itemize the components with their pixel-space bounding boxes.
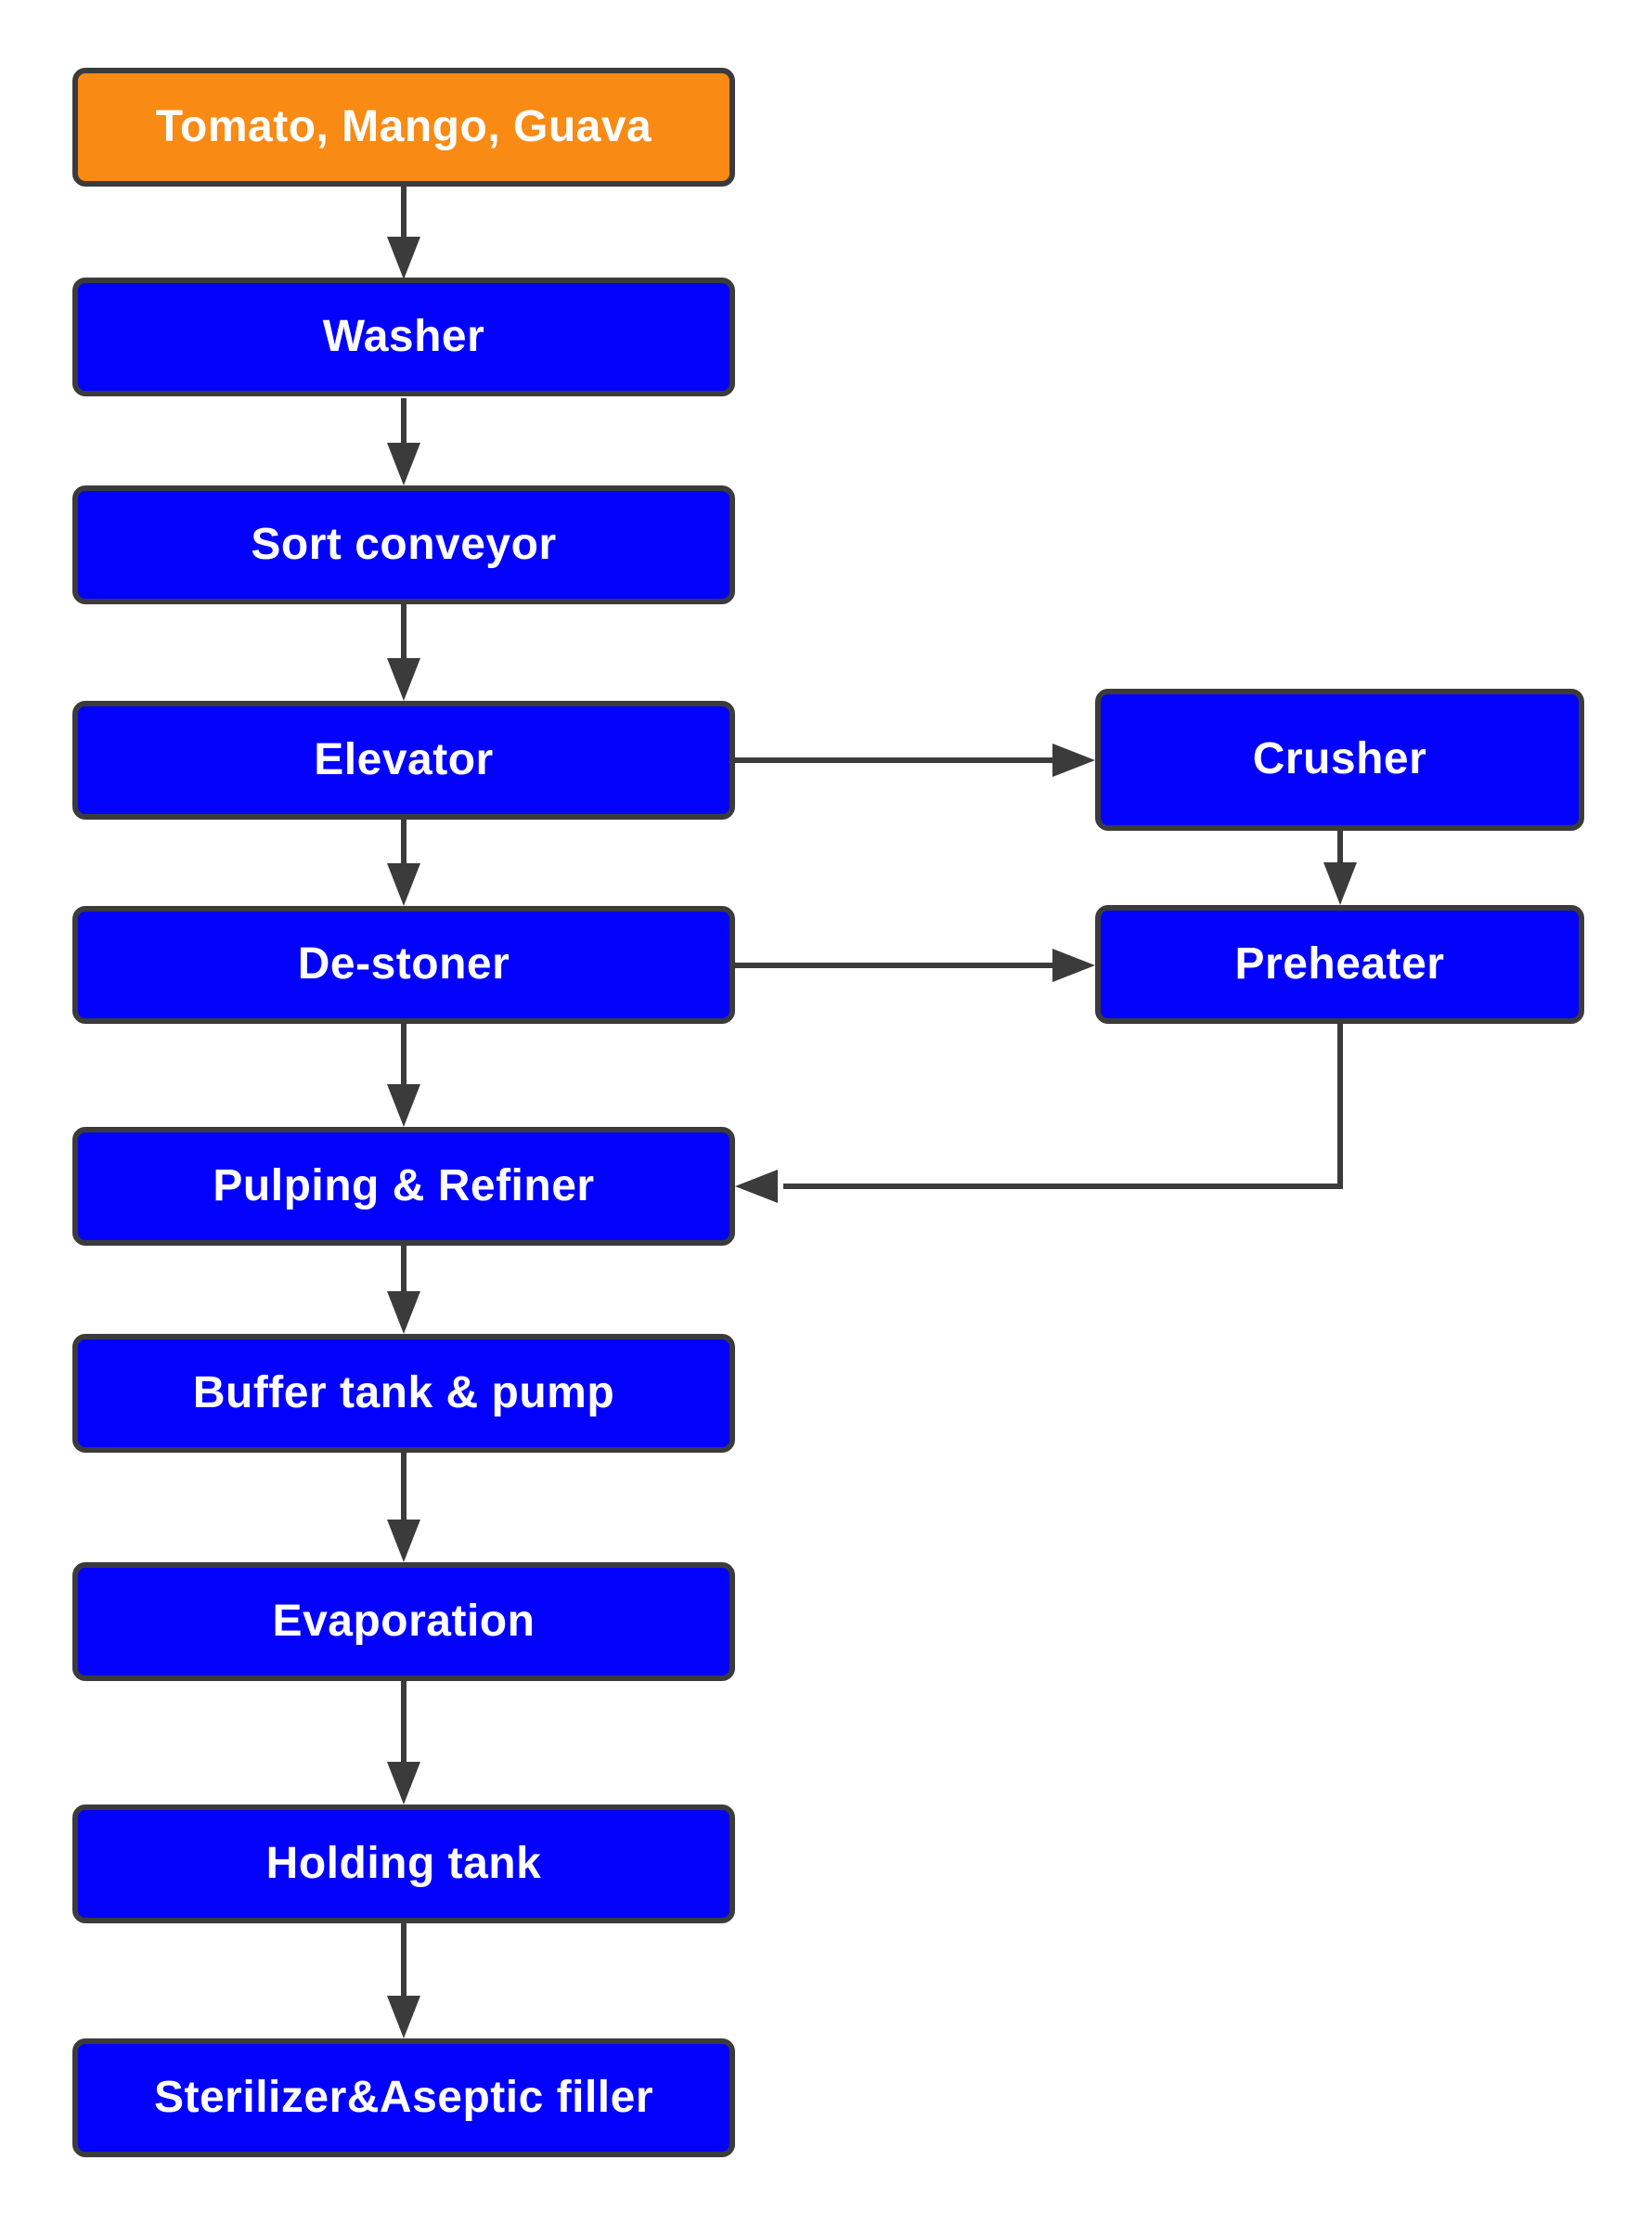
node-crusher: Crusher [1095,689,1584,831]
node-buffer-tank-pump: Buffer tank & pump [72,1334,735,1453]
arrow-buffer-tank-to-evaporation [387,1453,420,1562]
arrow-elevator-to-destoner [387,820,420,906]
arrow-washer-to-sort-conveyor [387,398,420,485]
arrow-preheater-to-pulping-refiner [735,1024,1343,1203]
node-destoner: De-stoner [72,906,735,1024]
node-evaporation: Evaporation [72,1562,735,1681]
arrow-input-to-washer [387,187,420,279]
arrow-pulping-refiner-to-buffer-tank [387,1246,420,1334]
node-washer: Washer [72,278,735,396]
arrow-holding-tank-to-sterilizer [387,1923,420,2038]
arrow-elevator-to-crusher [735,744,1095,777]
arrow-evaporation-to-holding-tank [387,1681,420,1805]
arrow-sort-conveyor-to-elevator [387,604,420,701]
node-pulping-refiner: Pulping & Refiner [72,1127,735,1246]
arrow-destoner-to-pulping-refiner [387,1024,420,1127]
node-elevator: Elevator [72,701,735,820]
node-tomato-mango-guava: Tomato, Mango, Guava [72,68,735,187]
arrow-destoner-to-preheater [735,949,1095,982]
node-sterilizer-aseptic-filler: Sterilizer&Aseptic filler [72,2038,735,2157]
arrow-crusher-to-preheater [1323,831,1357,905]
node-sort-conveyor: Sort conveyor [72,485,735,604]
node-preheater: Preheater [1095,905,1584,1024]
node-holding-tank: Holding tank [72,1805,735,1923]
